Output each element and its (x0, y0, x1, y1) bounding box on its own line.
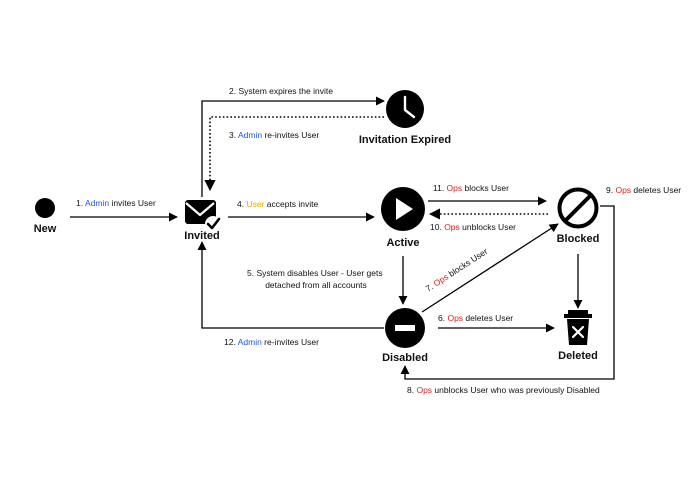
edge-9-label: 9. Ops deletes User (606, 185, 681, 195)
minus-circle-icon (385, 308, 425, 348)
edge-2-line (201, 96, 385, 197)
edge-7-line (421, 223, 559, 313)
edge-12-label: 12. Admin re-invites User (224, 337, 319, 347)
active-label: Active (386, 237, 419, 249)
blocked-label: Blocked (557, 233, 600, 245)
edge-3-line (204, 116, 384, 192)
edge-5-label: 5. System disables User - User gets deta… (247, 268, 385, 290)
edge-3-label: 3. Admin re-invites User (229, 130, 319, 140)
envelope-check-icon (185, 200, 221, 232)
edge-6-label: 6. Ops deletes User (438, 313, 513, 323)
play-icon (381, 187, 425, 231)
invitation-expired-label: Invitation Expired (359, 134, 451, 146)
edge-10-label: 10. Ops unblocks User (430, 222, 516, 232)
prohibited-icon (557, 187, 599, 229)
edge-2-label: 2. System expires the invite (229, 86, 333, 96)
edge-11-label: 11. Ops blocks User (433, 183, 509, 193)
deleted-label: Deleted (558, 350, 598, 362)
new-label: New (34, 223, 57, 235)
trash-bin-icon (564, 310, 592, 345)
new-state-dot (35, 198, 55, 218)
edge-12-line (197, 241, 384, 329)
edge-7-label: 7. Ops blocks User (424, 246, 490, 294)
edge-1-label: 1. Admin invites User (76, 198, 156, 208)
invited-label: Invited (184, 230, 219, 242)
edge-4-label: 4. User accepts invite (237, 199, 319, 209)
disabled-label: Disabled (382, 352, 428, 364)
edge-8-label: 8. Ops unblocks User who was previously … (407, 385, 600, 395)
clock-icon (386, 90, 424, 128)
edge-8-line (400, 205, 615, 380)
